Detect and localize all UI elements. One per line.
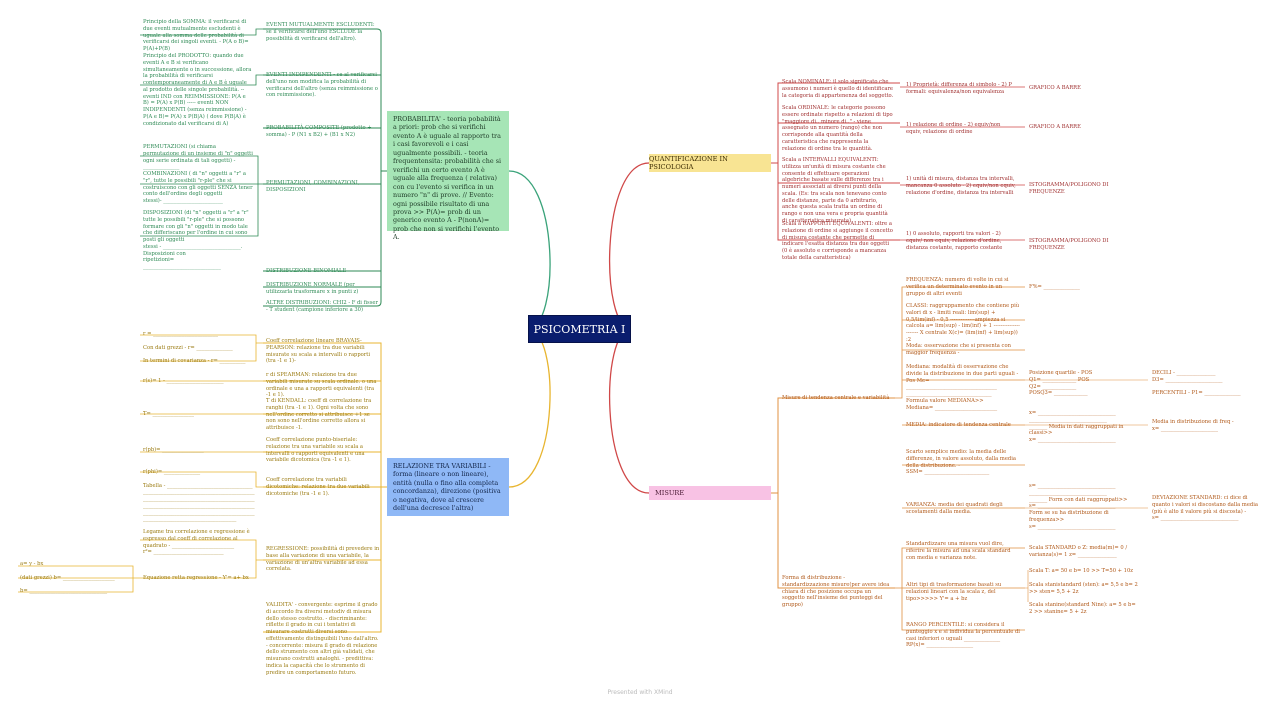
- ordinal-graph[interactable]: GRAFICO A BARRE: [1029, 124, 1081, 130]
- ratio-scale[interactable]: Scala a RAPPORTI EQUIVALENTI: oltre a re…: [782, 221, 893, 261]
- interval-properties[interactable]: 1) unità di misura, distanza tra interva…: [906, 176, 1016, 196]
- correlation-regression-link[interactable]: Legame tra correlazione e regressione è …: [143, 529, 250, 556]
- frequency[interactable]: FREQUENZA: numero di volte in cui si ver…: [906, 277, 1009, 297]
- interval-scale[interactable]: Scala a INTERVALLI EQUIVALENTI: utilizza…: [782, 157, 888, 224]
- probability-topic[interactable]: PROBABILITA' - teoria pobabilità a prior…: [387, 111, 509, 241]
- composite-probability[interactable]: PROBABILITÀ COMPOSITE (prodotto + somma)…: [266, 125, 372, 138]
- combinations-node[interactable]: COMBINAZIONI ( di "n" oggetti a "r" a "r…: [143, 171, 253, 204]
- kendall[interactable]: T di KENDALL: coeff di correlazione tra …: [266, 398, 372, 431]
- relation-topic[interactable]: RELAZIONE TRA VARIABILI - forma (lineare…: [387, 458, 509, 516]
- mode[interactable]: Moda: osservazione che si presenta con m…: [906, 343, 1011, 356]
- standard-deviation[interactable]: DEVIAZIONE STANDARD: ci dice di quanto i…: [1152, 495, 1258, 522]
- ordinal-properties[interactable]: 1) relazione di ordine - 2) equiv/non eq…: [906, 122, 1001, 135]
- ratio-graph[interactable]: ISTOGRAMMA/POLIGONO DI FREQUENZE: [1029, 238, 1109, 251]
- kendall-formula[interactable]: T= ________________: [143, 411, 194, 417]
- central-topic[interactable]: PSICOMETRIA I: [528, 315, 631, 343]
- quantification-topic[interactable]: QUANTIFICAZIONE IN PSICOLOGIA: [649, 154, 771, 172]
- dichotomous-correlation[interactable]: Coeff correlazione tra variabili dicotom…: [266, 477, 370, 497]
- median[interactable]: Mediana: modalità di osservazione che di…: [906, 364, 1019, 411]
- point-biserial-formula[interactable]: r(pb)= ________________: [143, 447, 204, 453]
- variance[interactable]: VARIANZA: media dei quadrati degli scost…: [906, 502, 1003, 515]
- spearman[interactable]: r di SPEARMAN: relazione tra due variabi…: [266, 372, 377, 399]
- pearson-formulas[interactable]: r = _________________________ Con dati g…: [143, 331, 246, 364]
- ratio-properties[interactable]: 1) 0 assoluto, rapporti tra valori - 2) …: [906, 231, 1003, 251]
- binomial-distribution[interactable]: DISTRIBUZIONE BINOMIALE: [266, 268, 347, 274]
- interval-graph[interactable]: ISTOGRAMMA/POLIGONO DI FREQUENZE: [1029, 182, 1109, 195]
- deciles-percentiles[interactable]: DECILI - _______________ D3= ___________…: [1152, 370, 1241, 397]
- validity[interactable]: VALIDITA' - convergente: esprime il grad…: [266, 602, 379, 676]
- t-scale[interactable]: Scala T: a= 50 e b= 10 >> T=50 + 10z: [1029, 568, 1133, 574]
- bravais-pearson[interactable]: Coeff correlazione lineare BRAVAIS-PEARS…: [266, 338, 371, 365]
- distribution-shape[interactable]: Forma di distribuzione - standardizzazio…: [782, 575, 890, 608]
- nominal-graph[interactable]: GRAFICO A BARRE: [1029, 85, 1081, 91]
- quartile-positions[interactable]: Posizione quartile - POS Q1= ___________…: [1029, 370, 1093, 397]
- variance-formulas[interactable]: s= ______________________________ ______…: [1029, 483, 1128, 530]
- measures-topic[interactable]: MISURE: [649, 486, 771, 500]
- product-principle[interactable]: Principio del PRODOTTO: quando due event…: [143, 53, 252, 127]
- classes[interactable]: CLASSI: raggruppamento che contiene più …: [906, 303, 1020, 343]
- dispositions-node[interactable]: DISPOSIZIONI (di "n" oggetti a "r" a "r"…: [143, 210, 249, 270]
- mean-deviation[interactable]: Scarto semplice medio: la media delle di…: [906, 449, 1016, 476]
- permutations-node[interactable]: PERMUTAZIONI (si chiama permutazione di …: [143, 144, 253, 171]
- regression-equation[interactable]: Equazione retta regressione - Y'= a+ bx: [143, 575, 249, 581]
- other-distributions[interactable]: ALTRE DISTRIBUZIONI: CHI2 - F di fisser …: [266, 300, 378, 313]
- independent-events[interactable]: EVENTI INDIPENDENTI - se al verificarsi …: [266, 72, 378, 99]
- sum-principle[interactable]: Principio della SOMMA: il verificarsi di…: [143, 19, 249, 52]
- ordinal-scale[interactable]: Scala ORDINALE: le categorie possono ess…: [782, 105, 893, 152]
- mean-frequency-formula[interactable]: Media in distribuzione di freq - x= ____…: [1152, 419, 1234, 432]
- z-scale[interactable]: Scala STANDARD o Z: media(m)= 0 / varian…: [1029, 545, 1128, 558]
- standardization[interactable]: Standardizzare una misura vuol dire, rif…: [906, 541, 1011, 561]
- sten-scale[interactable]: Scala stanistandard (sten): a= 5,5 e b= …: [1029, 582, 1138, 595]
- frequency-formula[interactable]: F%= ______________: [1029, 284, 1080, 290]
- linear-transformations[interactable]: Altri tipi di trasformazione basati su r…: [906, 582, 1002, 602]
- footer-watermark: Presented with XMind: [607, 689, 673, 696]
- spearman-formula[interactable]: r(s)= 1 - ______________________: [143, 378, 224, 384]
- nominal-properties[interactable]: 1) Proprietà: differenza di simbolo - 2)…: [906, 82, 1012, 95]
- central-tendency[interactable]: Misure di tendenza centrale e variabilit…: [782, 395, 890, 401]
- mean-formulas[interactable]: x= ______________________________ ______…: [1029, 410, 1124, 443]
- nominal-scale[interactable]: Scala NOMINALE: il solo significato che …: [782, 79, 894, 99]
- regression[interactable]: REGRESSIONE: possibilità di prevedere in…: [266, 546, 380, 573]
- point-biserial[interactable]: Coeff correlazione punto-biseriale: rela…: [266, 437, 365, 464]
- mean[interactable]: MEDIA: indicatore di tendenza centrale: [906, 422, 1011, 428]
- permutations-combinations[interactable]: PERMUTAZIONI, COMBINAZIONI, DISPOSIZIONI: [266, 180, 360, 193]
- mutually-exclusive-events[interactable]: EVENTI MUTUALMENTE ESCLUDENTI: se il ver…: [266, 22, 375, 42]
- stanine-scale[interactable]: Scala stanine(standard Nine): a= 5 e b= …: [1029, 602, 1136, 615]
- normal-distribution[interactable]: DISTRIBUZIONE NORMALE (per utilizzarla t…: [266, 282, 359, 295]
- regression-coefficients[interactable]: a= y - bx (dati grezzi) b= _____________…: [20, 561, 115, 594]
- percentile-rank[interactable]: RANGO PERCENTILE: si considera il punteg…: [906, 622, 1020, 649]
- phi-formula[interactable]: r(phi)= ______________ Tabella - _______…: [143, 469, 255, 523]
